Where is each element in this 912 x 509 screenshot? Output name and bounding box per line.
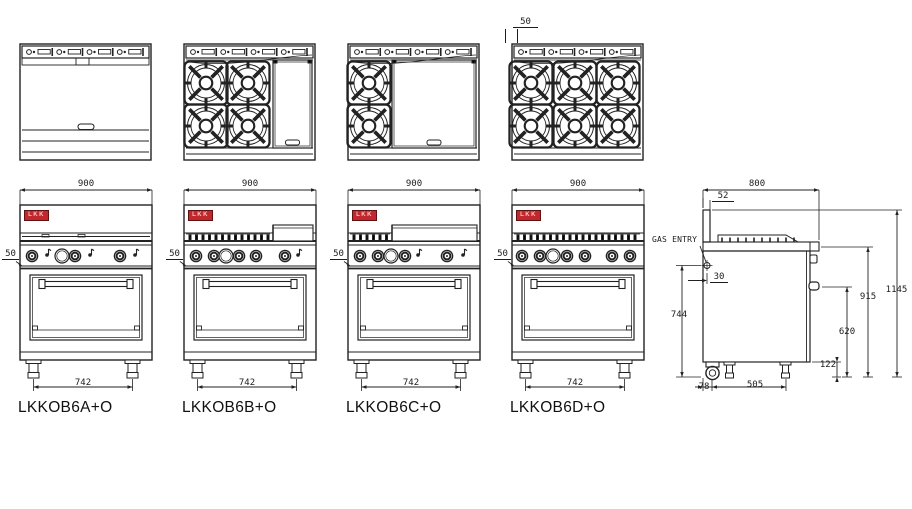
legs: [25, 359, 141, 379]
side-legs: [705, 361, 792, 381]
brand-badge: LKK: [188, 210, 213, 221]
oven-door: [29, 274, 143, 341]
cooktop-edge: [22, 234, 150, 238]
griddle-plate: [391, 59, 477, 149]
width-dim-lines: [19, 188, 153, 205]
depth-dimension: 800: [748, 179, 766, 189]
width-dimension: 900: [241, 179, 259, 189]
leg-span-dimension: 742: [238, 378, 256, 388]
valve-rail: [185, 45, 314, 59]
overall-height-dimension: 1145: [885, 285, 908, 295]
width-dimension: 900: [405, 179, 423, 189]
oven-door: [521, 274, 635, 341]
top-view-lkkob6d: [508, 43, 644, 161]
front-view-lkkob6b: [179, 188, 317, 391]
legs: [189, 359, 305, 379]
legs: [353, 359, 469, 379]
width-dim-lines: [183, 188, 317, 205]
trim-height-dimension: 50: [166, 249, 183, 260]
valve-rail: [349, 45, 478, 59]
brand-badge: LKK: [516, 210, 541, 221]
burner-grates: [183, 60, 271, 149]
castor-inset-dimension: 78: [698, 382, 710, 392]
control-panel: [20, 244, 152, 270]
trim-height-dimension: 50: [330, 249, 347, 260]
side-elevation: 800 52 GAS ENTRY 30 744 620 915 1145 122…: [648, 0, 912, 430]
control-panel: [512, 244, 644, 270]
leg-spacing-dimension: 505: [746, 380, 764, 390]
leg-span-dimension: 742: [402, 378, 420, 388]
top-view-lkkob6b: [183, 43, 316, 161]
oven-door: [357, 274, 471, 341]
unit-lkkob6a: 900 LKK 50 742 LKKOB6A+O: [2, 0, 176, 430]
grate-profile: [717, 234, 800, 243]
splash-thickness-dimension: 52: [712, 191, 734, 202]
trim-dim-arrow: [507, 261, 515, 267]
control-panel: [184, 244, 316, 270]
gas-height-dimension: 744: [670, 310, 688, 320]
griddle-plate: [272, 59, 313, 149]
control-panel: [348, 244, 480, 270]
valve-rail: [513, 45, 642, 59]
width-dimension: 900: [569, 179, 587, 189]
trim-dim-arrow: [343, 261, 351, 267]
cooktop-edge: [350, 233, 390, 241]
leg-span-dim-lines: [33, 379, 133, 391]
gas-inset-dimension: 30: [710, 272, 728, 283]
front-view-lkkob6c: [343, 188, 481, 391]
model-label: LKKOB6A+O: [18, 399, 113, 416]
width-dim-lines: [347, 188, 481, 205]
side-view-drawing: [676, 188, 902, 391]
brand-badge: LKK: [24, 210, 49, 221]
trim-height-dimension: 50: [494, 249, 511, 260]
top-view-body: [19, 43, 152, 161]
legs: [517, 359, 633, 379]
grate-offset-dimension: 50: [513, 17, 538, 28]
unit-lkkob6c: 900 LKK 50 742 LKKOB6C+O: [330, 0, 504, 430]
griddle-top: [21, 57, 150, 153]
brand-badge: LKK: [352, 210, 377, 221]
unit-lkkob6b: 900 LKK 50 742 LKKOB6B+O: [166, 0, 340, 430]
leg-span-dim-lines: [525, 379, 625, 391]
top-view-lkkob6a: [19, 43, 152, 161]
extension-line: [505, 29, 506, 43]
valve-rail: [21, 45, 150, 59]
leg-span-dimension: 742: [74, 378, 92, 388]
base-clearance-dimension: 122: [819, 360, 837, 370]
front-view-lkkob6a: [15, 188, 153, 391]
model-label: LKKOB6C+O: [346, 399, 442, 416]
trim-height-dimension: 50: [2, 249, 19, 260]
burner-grates: [508, 60, 641, 149]
leg-span-dim-lines: [197, 379, 297, 391]
model-label: LKKOB6D+O: [510, 399, 606, 416]
cooktop-edge: [186, 233, 270, 241]
griddle-plate-front: [391, 224, 478, 242]
leg-span-dim-lines: [361, 379, 461, 391]
trim-dim-arrow: [15, 261, 23, 267]
gas-entry-label: GAS ENTRY: [652, 235, 698, 244]
model-label: LKKOB6B+O: [182, 399, 277, 416]
worktop-height-dimension: 915: [859, 292, 877, 302]
side-dim-lines: [676, 188, 902, 391]
gas-entry-point: [699, 245, 713, 271]
unit-lkkob6d: 50 900 LKK 50 742 LKKOB6D+O: [494, 0, 668, 430]
width-dimension: 900: [77, 179, 95, 189]
griddle-plate-front: [272, 224, 314, 242]
front-body: [19, 204, 153, 361]
width-dim-lines: [511, 188, 645, 205]
extension-line: [517, 29, 518, 43]
side-body: [702, 209, 820, 363]
front-body: [511, 204, 645, 361]
oven-door: [193, 274, 307, 341]
leg-span-dimension: 742: [566, 378, 584, 388]
front-view-lkkob6d: [507, 188, 645, 391]
trim-dim-arrow: [179, 261, 187, 267]
handle-height-dimension: 620: [838, 327, 856, 337]
top-view-lkkob6c: [346, 43, 480, 161]
burner-grates: [346, 60, 392, 149]
cooktop-edge: [514, 233, 640, 241]
